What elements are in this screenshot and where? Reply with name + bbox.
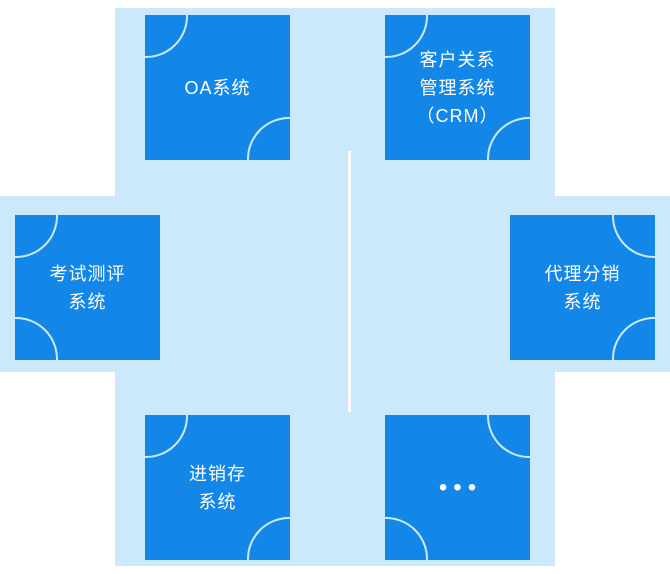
tile-inventory-system: 进销存 系统 [145, 415, 290, 560]
tile-label-line: 进销存 [189, 463, 246, 484]
tile-label-line: OA系统 [184, 77, 251, 98]
tile-label-line: 系统 [68, 291, 107, 312]
corner-arc-icon [247, 517, 290, 560]
tile-label: ••• [433, 473, 483, 501]
corner-arc-icon [145, 415, 188, 458]
tile-label-line: 管理系统 [419, 77, 496, 98]
vertical-divider-line [348, 151, 351, 412]
corner-arc-icon [612, 215, 655, 258]
tile-crm-system: 客户关系 管理系统 （CRM） [385, 15, 530, 160]
tile-exam-evaluation-system: 考试测评 系统 [15, 215, 160, 360]
corner-arc-icon [247, 117, 290, 160]
tile-label: 客户关系 管理系统 （CRM） [417, 46, 499, 130]
tile-label-line: 考试测评 [49, 263, 126, 284]
corner-arc-icon [487, 415, 530, 458]
corner-arc-icon [15, 215, 58, 258]
corner-arc-icon [612, 317, 655, 360]
tile-oa-system: OA系统 [145, 15, 290, 160]
tile-label-line: 代理分销 [544, 263, 621, 284]
tile-agent-distribution-system: 代理分销 系统 [510, 215, 655, 360]
corner-arc-icon [15, 317, 58, 360]
tile-label-line: 系统 [198, 491, 237, 512]
tile-more-systems: ••• [385, 415, 530, 560]
tile-label: OA系统 [184, 74, 250, 102]
tile-label: 考试测评 系统 [50, 260, 126, 316]
tile-label: 进销存 系统 [189, 460, 246, 516]
ellipsis-more-icon: ••• [438, 473, 483, 501]
corner-arc-icon [145, 15, 188, 58]
tile-label-line: （CRM） [416, 105, 499, 126]
tile-label-line: 系统 [563, 291, 602, 312]
tile-label: 代理分销 系统 [545, 260, 621, 316]
tile-label-line: 客户关系 [419, 49, 496, 70]
corner-arc-icon [385, 517, 428, 560]
